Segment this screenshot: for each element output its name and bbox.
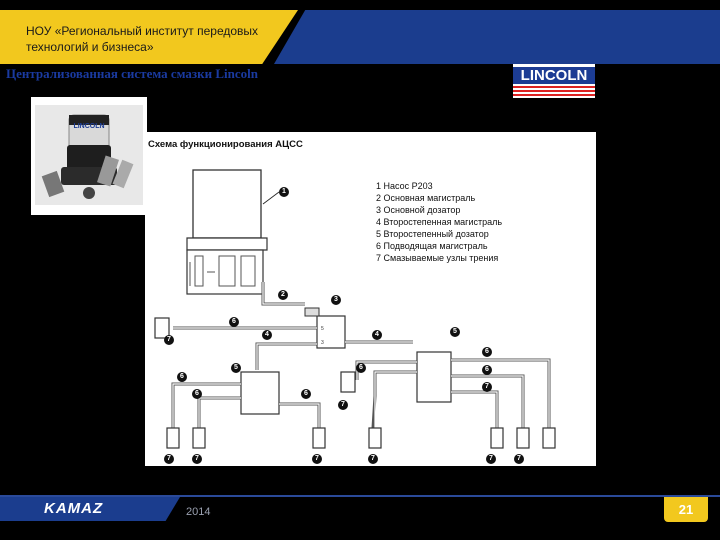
legend-item-7: 7 Смазываемые узлы трения — [376, 253, 499, 263]
footer-year: 2014 — [186, 506, 211, 518]
lubrication-schematic: 5 3 — [154, 169, 556, 449]
slide-title: Централизованная система смазки Lincoln — [6, 66, 258, 81]
logo-text: LINCOLN — [520, 67, 588, 84]
diagram-title: Схема функционирования АЦСС — [148, 139, 303, 150]
callout-7: 7 — [164, 335, 174, 345]
institute-name: НОУ «Региональный институт передовых тех… — [26, 24, 259, 54]
legend-item-4: 4 Второстепенная магистраль — [376, 217, 503, 227]
callout-6: 6 — [482, 347, 492, 357]
callout-7: 7 — [312, 454, 322, 464]
diagram-panel: Схема функционирования АЦСС 5 3 — [145, 132, 596, 466]
callout-6: 6 — [229, 317, 239, 327]
main-distributor: 5 3 — [304, 307, 346, 349]
secondary-distributor-left — [240, 371, 280, 415]
callout-4: 4 — [262, 330, 272, 340]
callout-3: 3 — [331, 295, 341, 305]
callout-4: 4 — [372, 330, 382, 340]
lincoln-logo: LINCOLN — [513, 64, 595, 98]
pump-photo: LINCOLN — [31, 97, 147, 215]
secondary-distributor-right — [416, 351, 452, 403]
kamaz-logo: KAMAZ — [44, 500, 104, 517]
callout-7: 7 — [338, 400, 348, 410]
callout-6: 6 — [356, 363, 366, 373]
callout-1: 1 — [279, 187, 289, 197]
footer-brand-band — [0, 497, 180, 521]
callout-7: 7 — [164, 454, 174, 464]
legend-item-2: 2 Основная магистраль — [376, 193, 476, 203]
legend-item-1: 1 Насос P203 — [376, 181, 433, 191]
callout-7: 7 — [192, 454, 202, 464]
header-yellow-band — [0, 10, 298, 64]
callout-7: 7 — [482, 382, 492, 392]
footer-stripe — [0, 495, 720, 497]
logo-stripes — [513, 86, 595, 96]
legend-item-6: 6 Подводящая магистраль — [376, 241, 488, 251]
callout-6: 6 — [482, 365, 492, 375]
header-blue-band — [274, 10, 720, 64]
legend-item-3: 3 Основной дозатор — [376, 205, 461, 215]
friction-points — [154, 317, 556, 449]
header-bar: НОУ «Региональный институт передовых тех… — [0, 0, 720, 64]
callout-2: 2 — [278, 290, 288, 300]
pump — [186, 169, 268, 295]
callout-7: 7 — [368, 454, 378, 464]
svg-text:3: 3 — [321, 340, 324, 346]
legend-item-5: 5 Второстепенный дозатор — [376, 229, 489, 239]
page-number: 21 — [678, 502, 694, 517]
callout-5: 5 — [450, 327, 460, 337]
callout-6: 6 — [177, 372, 187, 382]
callout-6: 6 — [301, 389, 311, 399]
callout-5: 5 — [231, 363, 241, 373]
pump-photo-illustration — [35, 105, 143, 205]
page-number-badge — [664, 497, 708, 522]
callout-7: 7 — [514, 454, 524, 464]
logo-band — [513, 67, 595, 84]
photo-label: LINCOLN — [73, 123, 105, 130]
callout-7: 7 — [486, 454, 496, 464]
callout-6: 6 — [192, 389, 202, 399]
svg-text:5: 5 — [321, 326, 324, 332]
